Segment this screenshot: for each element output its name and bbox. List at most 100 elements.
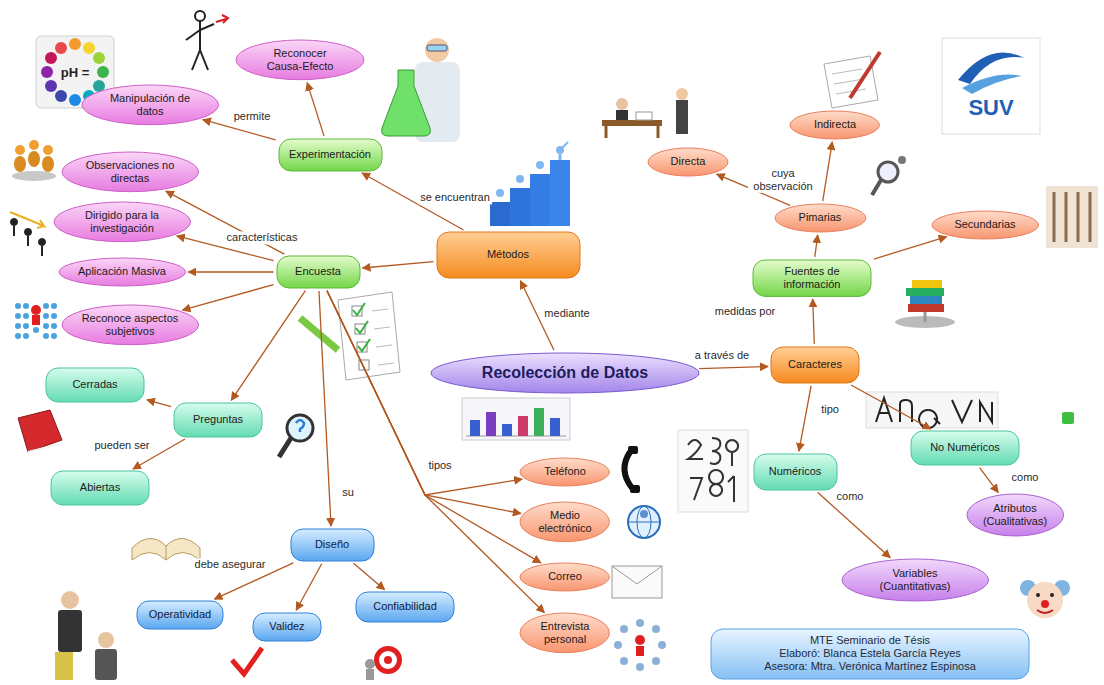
globe-icon <box>628 506 660 538</box>
node-shape <box>62 152 199 192</box>
magnifier-figure <box>872 180 881 195</box>
connector <box>296 564 322 610</box>
option-box: Abiertas <box>50 470 150 506</box>
node-shape <box>236 40 364 80</box>
node-label: Encuesta <box>284 265 353 278</box>
connector <box>188 271 273 272</box>
letters-picture <box>876 398 892 422</box>
node-label: Elaboró: Blanca Estela García Reyes <box>718 647 1022 660</box>
design-box: Confiabilidad <box>355 591 455 623</box>
node-label: Correo <box>533 570 597 583</box>
stairs-icon <box>559 154 562 160</box>
node-shape <box>967 494 1064 536</box>
connector <box>851 385 931 429</box>
scientist-picture <box>382 38 460 142</box>
people-icon <box>10 212 44 228</box>
type-ellipse: Secundarias <box>931 210 1040 240</box>
checklist-icon <box>374 327 390 329</box>
node-text-block: MTE Seminario de TésisElaboró: Blanca Es… <box>718 634 1022 674</box>
option-box: Cerradas <box>45 367 145 403</box>
node-label: Variables (Cuantitativas) <box>863 567 967 593</box>
node-shape <box>753 260 871 296</box>
node-label: Reconoce aspectos subjetivos <box>81 312 178 338</box>
node-text-block: Fuentes de información <box>760 265 864 291</box>
characteristic-ellipse: Observaciones no directas <box>61 151 200 193</box>
connector-label: debe asegurar <box>193 558 268 571</box>
business-people <box>55 652 73 680</box>
connector <box>799 386 811 451</box>
node-shape <box>277 256 360 288</box>
node-label: Diseño <box>298 538 367 551</box>
magnifier-icon <box>279 438 291 457</box>
node-label: Experimentación <box>286 148 375 161</box>
checklist-icon <box>378 363 394 365</box>
target-figure <box>365 646 402 680</box>
stairs-icon <box>560 142 568 150</box>
people-circle <box>614 619 666 671</box>
phone-icon <box>624 452 632 488</box>
node-label: Reconocer Causa-Efecto <box>255 47 346 73</box>
envelope-icon <box>612 566 662 598</box>
type-ellipse: Pimarias <box>774 203 867 233</box>
paper-and-pen <box>832 69 862 74</box>
people-circle <box>614 641 622 649</box>
option-box: Numéricos <box>753 453 838 491</box>
node-text-block: Correo <box>533 570 597 583</box>
node-shape <box>520 563 609 591</box>
node-text-block: Entrevista personal <box>533 620 597 646</box>
node-label: Abiertas <box>58 481 142 494</box>
crowd-icon <box>43 313 49 319</box>
scientist-picture <box>425 38 449 62</box>
paper-and-pen <box>850 52 880 98</box>
crowd-icon <box>23 313 29 319</box>
meeting-icon <box>43 145 53 155</box>
letters-picture <box>866 392 998 428</box>
books-on-table <box>906 288 944 296</box>
check-mark <box>232 648 262 674</box>
business-people <box>55 591 117 680</box>
globe-icon <box>628 506 660 538</box>
bar-chart-picture <box>502 424 512 436</box>
desk-figures <box>616 98 628 110</box>
stick-figure <box>192 50 200 70</box>
people-circle <box>652 657 660 665</box>
globe-icon <box>640 510 648 518</box>
node-label: Manipulación de datos <box>101 92 198 118</box>
node-text-block: Atributos (Cualitativas) <box>980 502 1049 528</box>
connector <box>327 291 521 514</box>
documents-picture <box>1077 192 1080 242</box>
connector <box>231 291 305 401</box>
clown-figure <box>1050 593 1054 597</box>
stick-figure <box>199 21 201 50</box>
picture-text: SUV <box>968 95 1013 121</box>
node-label: Atributos (Cualitativas) <box>980 502 1049 528</box>
documents-picture <box>1046 186 1098 248</box>
letters-picture <box>952 400 972 422</box>
node-label: Preguntas <box>181 413 255 426</box>
node-label: Secundarias <box>947 218 1023 231</box>
meeting-icon <box>12 140 56 181</box>
people-icon <box>11 219 18 226</box>
globe-icon <box>628 522 660 523</box>
ph-chart <box>45 52 57 64</box>
node-text-block: Reconocer Causa-Efecto <box>255 47 346 73</box>
documents-picture <box>1053 192 1056 242</box>
stairs-icon <box>490 142 570 226</box>
suv-logo <box>942 38 1040 134</box>
node-shape <box>520 502 609 542</box>
node-label: Cerradas <box>53 378 137 391</box>
ph-chart <box>55 90 67 102</box>
checklist-icon <box>338 292 400 380</box>
stick-figure <box>200 50 208 70</box>
node-text-block: Indirecta <box>803 118 867 131</box>
node-shape <box>62 305 199 345</box>
node-shape <box>431 353 699 393</box>
node-label: Validez <box>260 620 314 633</box>
crowd-icon <box>51 333 57 339</box>
scientist-picture <box>382 70 431 136</box>
documents-picture <box>1065 192 1068 242</box>
magnifier-figure <box>878 162 898 182</box>
numbers-picture <box>709 470 723 496</box>
open-book <box>132 538 200 560</box>
node-text-block: Caracteres <box>778 358 852 371</box>
